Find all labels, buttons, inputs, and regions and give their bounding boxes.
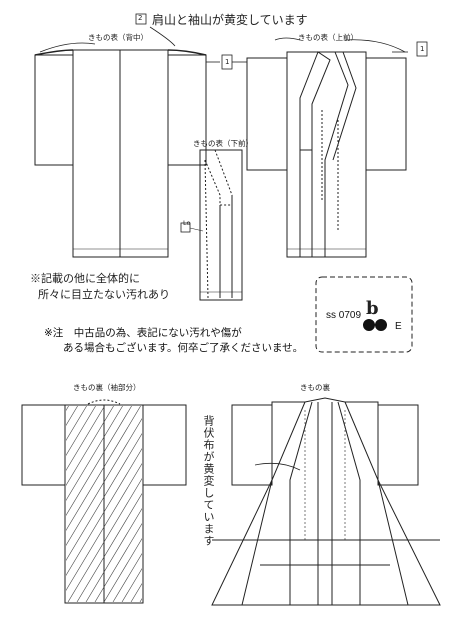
index-mark: 2 (138, 14, 143, 22)
hatch-line (0, 406, 6, 602)
label-front-upper: きもの表（上前） (298, 33, 358, 42)
hatch-line (66, 406, 69, 411)
label-front-lower: きもの表（下前） (193, 139, 253, 148)
hatch-line (112, 553, 142, 602)
hatch-line (66, 406, 123, 501)
hatch-line (103, 538, 142, 602)
hatch-line (0, 406, 33, 602)
notice-line2: ある場合もございます。何卒ご了承くださいませ。 (63, 342, 304, 354)
callout-1-right: 1 (420, 45, 425, 53)
hatch-line (76, 493, 142, 602)
notice-line1: ※注 中古品の為、表記にない汚れや傷が (44, 327, 242, 339)
product-code: ss 0709 (326, 310, 362, 321)
label-lining: きもの裏 (300, 383, 330, 392)
lower-front-tag: Lo (183, 219, 191, 227)
hatch-line (66, 448, 142, 576)
hatch-line (66, 418, 142, 546)
hatched-stain-area (0, 406, 142, 602)
product-code-box (315, 276, 413, 353)
label-front-back: きもの表（背中） (88, 33, 148, 42)
hatch-line (94, 523, 142, 602)
hatch-line (66, 406, 132, 516)
product-code-mark: b (366, 298, 379, 319)
callout-1-center: 1 (225, 58, 230, 66)
kimono-back-view (34, 49, 207, 258)
kimono-lining-view (211, 397, 441, 606)
hatch-line (66, 406, 141, 531)
hatch-line (121, 568, 142, 602)
label-lining-sleeve: きもの裏（袖部分） (73, 383, 141, 392)
hatch-line (130, 583, 142, 602)
hatch-line (67, 478, 142, 602)
hatch-line (66, 463, 142, 591)
hatch-line (0, 406, 42, 602)
hatch-line (0, 406, 15, 602)
hatch-line (66, 406, 114, 486)
hatch-line (85, 508, 142, 602)
hatch-line (0, 406, 24, 602)
hatch-line (66, 406, 78, 426)
hatch-line (66, 406, 87, 441)
kimono-upper-front-view (246, 51, 407, 258)
product-code-suffix: E (395, 321, 402, 332)
vertical-note: 背伏布が黄変しています (202, 415, 215, 547)
hatch-line (0, 406, 60, 602)
handwritten-note-line1: ※記載の他に全体的に (30, 272, 140, 285)
hatch-line (66, 406, 96, 456)
handwritten-title: 肩山と袖山が黄変しています (152, 13, 308, 27)
leader-lines (39, 26, 428, 471)
kimono-lower-front-view (180, 149, 243, 301)
hatch-line (66, 406, 105, 471)
kimono-lining-sleeve-view (21, 399, 187, 604)
hatch-line (0, 406, 51, 602)
handwritten-note-line2: 所々に目立たない汚れあり (38, 288, 170, 301)
hatch-line (139, 598, 142, 602)
hatch-line (66, 433, 142, 561)
index-box (135, 13, 147, 25)
